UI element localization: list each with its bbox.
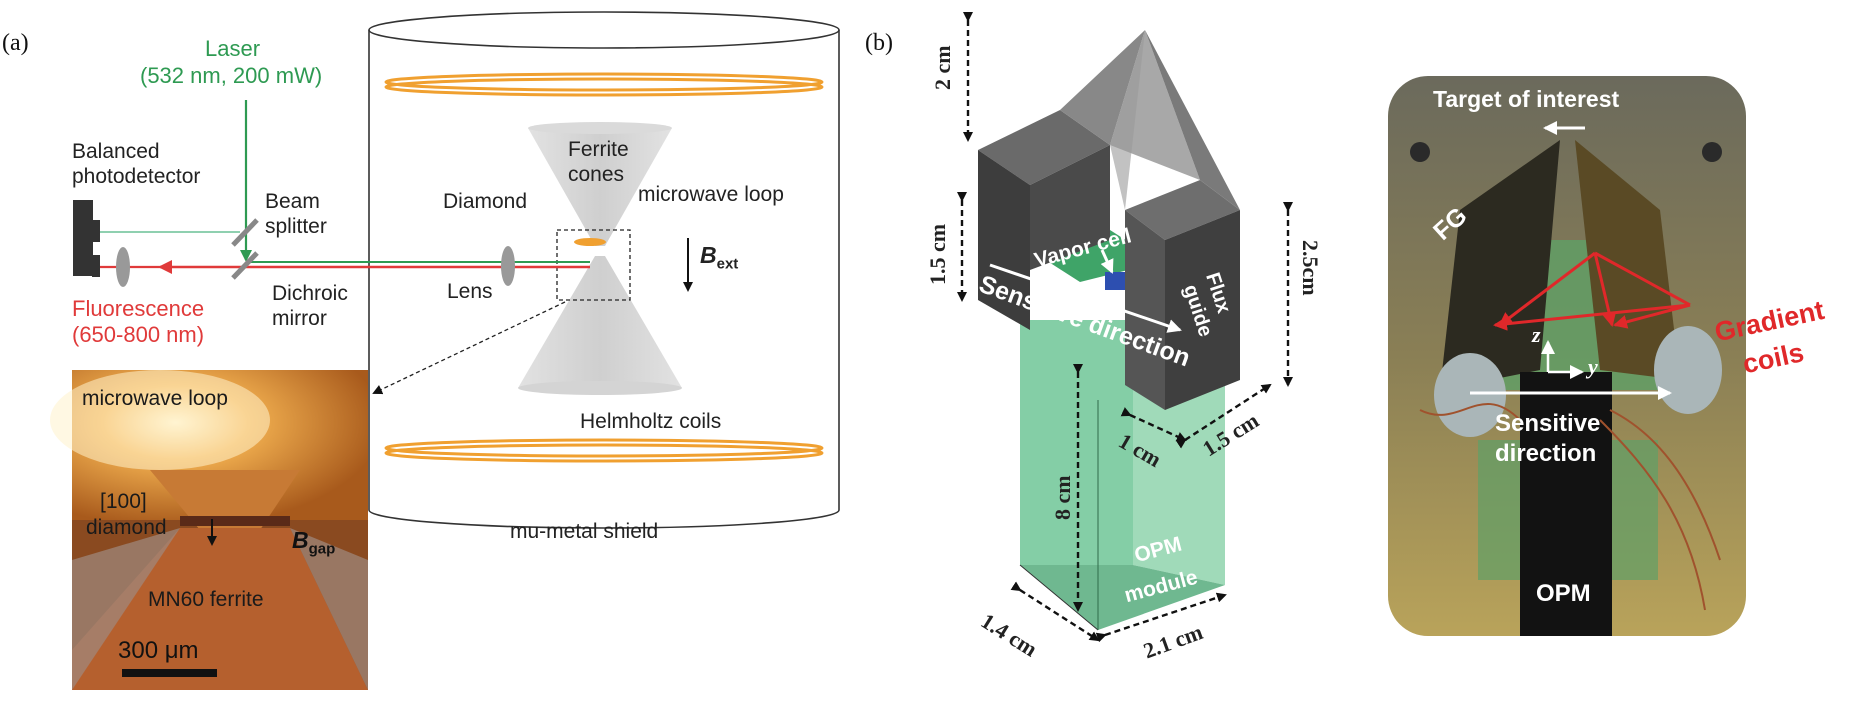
dim-1-5cm-left-label: 1.5 cm	[925, 223, 950, 285]
inset-ferrite-label: MN60 ferrite	[148, 588, 264, 611]
inset-microwave-loop-label: microwave loop	[82, 387, 228, 410]
ferrite-label-2: cones	[568, 163, 625, 186]
dichroic-mirror	[231, 251, 259, 280]
zoom-pointer	[372, 301, 566, 395]
photo-opm-label: OPM	[1536, 580, 1591, 607]
helmholtz-coil-bottom	[384, 438, 824, 463]
bgap-subscript: gap	[308, 540, 336, 558]
lens-right	[501, 246, 515, 286]
laser-spec-label: (532 nm, 200 mW)	[140, 63, 323, 88]
zoom-box	[556, 229, 631, 301]
inset-scale-label: 300 μm	[118, 637, 199, 664]
photo-sensitive-label-2: direction	[1495, 440, 1597, 467]
target-label: Target of interest	[1433, 86, 1620, 112]
beam-splitter-label-1: Beam	[265, 190, 320, 213]
helmholtz-label: Helmholtz coils	[580, 410, 722, 433]
mu-metal-label: mu-metal shield	[510, 520, 659, 543]
diamond-inset-photo	[50, 370, 368, 690]
microwave-loop-disk	[574, 238, 606, 246]
balanced-label-2: photodetector	[72, 165, 201, 188]
panel-b-tag: (b)	[865, 30, 893, 56]
bext-symbol: B	[700, 242, 717, 268]
diamond-label: Diamond	[443, 190, 528, 213]
photo-sensitive-label-1: Sensitive	[1495, 410, 1601, 437]
balanced-label-1: Balanced	[72, 140, 160, 163]
sensor-photo	[1388, 76, 1746, 636]
balanced-photodetector	[73, 200, 100, 277]
axis-y-label: y	[1588, 354, 1598, 379]
axis-z-label: z	[1532, 322, 1541, 347]
dichroic-label-2: mirror	[272, 307, 327, 330]
mu-metal-shield	[368, 11, 840, 529]
bext-label: Bext	[700, 242, 738, 273]
lens-label: Lens	[447, 280, 493, 303]
beam-splitter-label-2: splitter	[265, 215, 327, 238]
vapor-cell-blue	[1105, 272, 1125, 290]
bgap-label: Bgap	[292, 527, 335, 558]
dichroic-label-1: Dichroic	[272, 282, 348, 305]
inset-diamond-label: diamond	[86, 516, 167, 539]
fluorescence-label: Fluorescence	[72, 296, 205, 321]
bgap-symbol: B	[292, 527, 309, 553]
dim-2cm-label: 2 cm	[930, 45, 955, 90]
dimension-lines	[957, 12, 1293, 643]
beam-splitter	[231, 218, 259, 247]
ferrite-cones	[518, 122, 682, 395]
laser-label: Laser	[205, 36, 261, 61]
fluorescence-spec-label: (650-800 nm)	[72, 322, 205, 347]
lens-left	[116, 247, 130, 287]
inset-hkl-label: [100]	[100, 490, 147, 513]
microwave-loop-label: microwave loop	[638, 183, 784, 206]
bext-subscript: ext	[716, 255, 739, 273]
dim-8cm-label: 8 cm	[1050, 475, 1075, 520]
helmholtz-coil-top	[384, 72, 824, 97]
ferrite-label-1: Ferrite	[568, 138, 629, 161]
dim-2-5cm-label: 2.5cm	[1298, 240, 1323, 296]
panel-a-tag: (a)	[2, 30, 29, 56]
